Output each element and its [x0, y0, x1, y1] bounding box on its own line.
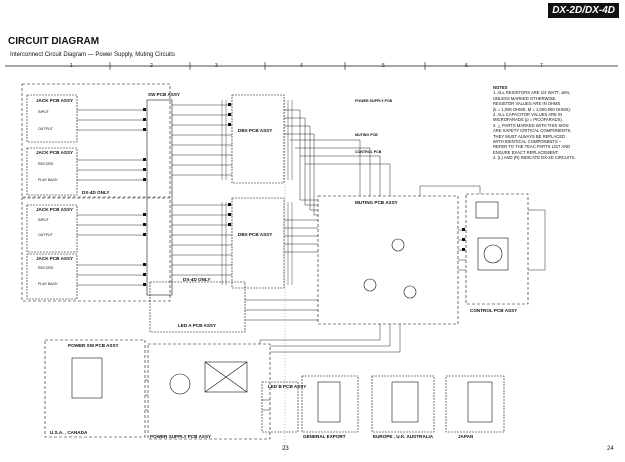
note-line: 3. △ PARTS MARKED WITH THIS SIGN [493, 122, 569, 128]
model-badge: DX-2D/DX-4D [548, 3, 619, 18]
jack-input-label: INPUT [38, 218, 49, 222]
note-line: 1. ALL RESISTORS ARE 1/4 WATT, ±5%, [493, 90, 571, 96]
power-supply-table-heading: POWER SUPPLY PCB [355, 99, 393, 103]
jack-pcb-label: JACK PCB ASSY [36, 256, 74, 261]
note-line: (k = 1,000 OHMS, M = 1,000,000 OHMS). [493, 106, 571, 112]
dbx-pcb-label: DBX PCB ASSY [238, 128, 273, 133]
sw-pcb-label: SW PCB ASSY [148, 92, 180, 97]
jack-pcb-label: JACK PCB ASSY [36, 98, 74, 103]
muting-pcb-label: MUTING PCB ASSY [355, 200, 398, 205]
note-line: ARE SAFETY CRITICAL COMPONENTS. [493, 128, 572, 134]
note-line: 4. (L) AND (R) INDICATE DX-2D CIRCUITS. [493, 155, 576, 161]
japan-label: JAPAN [458, 434, 474, 439]
general-export-label: GENERAL EXPORT [303, 434, 346, 439]
note-line: RESISTOR VALUES ARE IN OHMS [493, 101, 561, 107]
notes-heading: NOTES [493, 85, 508, 90]
jack-input-label: INPUT [38, 110, 49, 114]
note-line: MICROFARADS (p = PICOFARADS). [493, 117, 563, 123]
control-table-heading: CONTROL PCB [355, 150, 382, 154]
jack-playback-label: PLAY BACK [38, 178, 58, 182]
led-b-pcb-label: LED B PCB ASSY [268, 384, 307, 389]
note-line: UNLESS MARKED OTHERWISE. [493, 95, 557, 101]
jack-pcb-label: JACK PCB ASSY [36, 150, 74, 155]
led-a-pcb-label: LED A PCB ASSY [178, 323, 217, 328]
usa-canada-label: U.S.A. , CANADA [50, 430, 88, 435]
page-title: CIRCUIT DIAGRAM [8, 36, 100, 47]
dbx-pcb-label: DBX PCB ASSY [238, 232, 273, 237]
dx4d-only-label: DX-4D ONLY [82, 190, 110, 195]
jack-output-label: OUTPUT [38, 127, 53, 131]
power-sw-pcb-label: POWER SW PCB ASSY [68, 343, 119, 348]
notes-panel: NOTES 1. ALL RESISTORS ARE 1/4 WATT, ±5%… [493, 85, 611, 161]
jack-output-label: OUTPUT [38, 233, 53, 237]
note-line: THEY MUST ALWAYS BE REPLACED [493, 133, 566, 139]
power-supply-pcb-label: POWER SUPPLY PCB ASSY [150, 434, 212, 439]
europe-label: EUROPE , U.K. AUSTRALIA [373, 434, 434, 439]
jack-record-label: RECORD [38, 162, 54, 166]
dx4d-only-label: DX-4D ONLY [183, 277, 211, 282]
page-number-right: 24 [607, 446, 614, 452]
note-line: ENSURE EXACT REPLACEMENT. [493, 149, 559, 155]
page-subtitle: Interconnect Circuit Diagram — Power Sup… [10, 52, 175, 58]
note-line: 2. ALL CAPACITOR VALUES ARE IN [493, 112, 563, 118]
page-number-left: 23 [282, 446, 289, 452]
control-pcb-label: CONTROL PCB ASSY [470, 308, 518, 313]
jack-record-label: RECORD [38, 266, 54, 270]
jack-playback-label: PLAY BACK [38, 282, 58, 286]
note-line: REFER TO THE TEAC PARTS LIST AND [493, 144, 571, 150]
jack-pcb-label: JACK PCB ASSY [36, 207, 74, 212]
muting-table-heading: MUTING PCB [355, 133, 378, 137]
note-line: WITH IDENTICAL COMPONENTS – [493, 139, 562, 145]
